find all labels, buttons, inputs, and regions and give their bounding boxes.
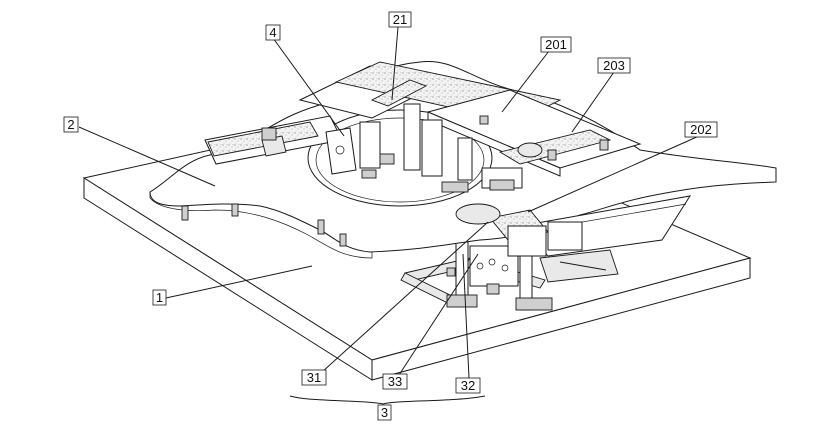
svg-text:2: 2 (67, 117, 74, 132)
left-conveyor (204, 115, 381, 175)
label-33: 33 (382, 373, 408, 390)
svg-text:3: 3 (381, 405, 388, 420)
svg-text:21: 21 (393, 12, 407, 27)
svg-text:203: 203 (603, 58, 625, 73)
svg-text:4: 4 (269, 25, 276, 40)
right-chute (455, 195, 692, 257)
svg-text:202: 202 (690, 122, 712, 137)
svg-text:32: 32 (461, 378, 475, 393)
label-203: 203 (597, 57, 631, 74)
top-platform (298, 61, 642, 191)
label-32: 32 (455, 377, 481, 394)
svg-text:201: 201 (545, 37, 567, 52)
leader-lines (78, 26, 700, 379)
svg-text:1: 1 (156, 290, 163, 305)
label-31: 31 (301, 369, 327, 386)
svg-text:31: 31 (307, 370, 321, 385)
label-1: 1 (152, 289, 167, 306)
label-201: 201 (540, 36, 572, 53)
label-3: 3 (377, 404, 392, 421)
svg-text:33: 33 (388, 374, 402, 389)
label-202: 202 (684, 121, 718, 138)
label-21: 21 (388, 11, 412, 28)
group-brace (289, 395, 486, 405)
label-4: 4 (265, 24, 281, 41)
label-2: 2 (63, 116, 79, 133)
